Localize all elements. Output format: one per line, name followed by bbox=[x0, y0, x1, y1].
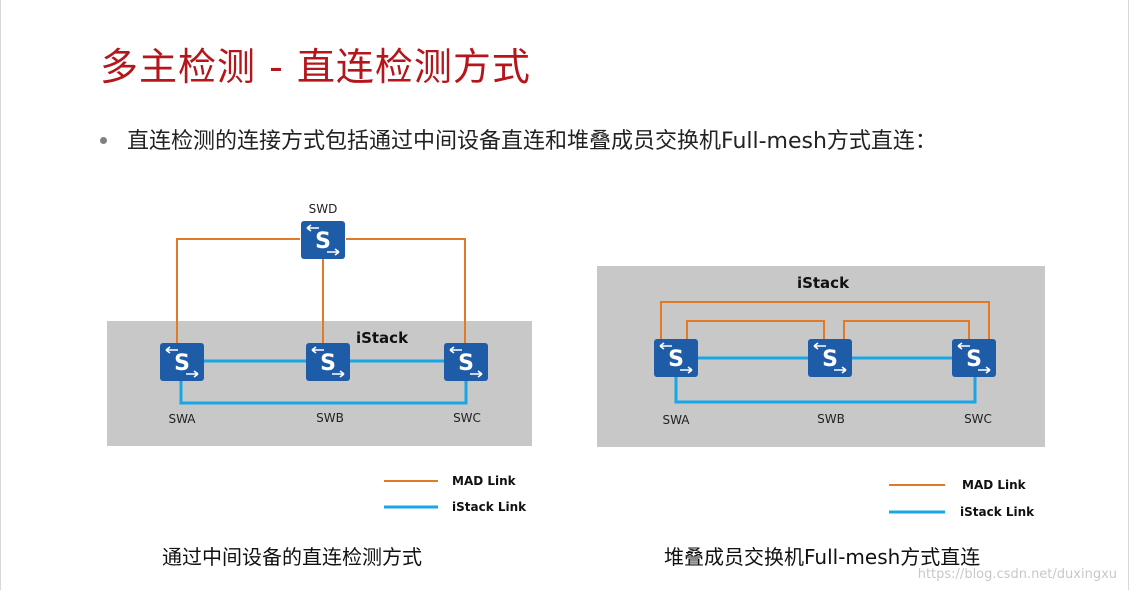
left-istack-link-ac bbox=[179, 380, 468, 405]
right-istack-link-ac bbox=[674, 376, 977, 404]
left-diagram-caption: 通过中间设备的直连检测方式 bbox=[162, 545, 422, 569]
switch-icon-swb-right bbox=[807, 338, 853, 378]
right-label-swa: SWA bbox=[662, 413, 690, 427]
left-diagram: iStack SWD SWA SWB SWC MAD Link iStack L… bbox=[107, 202, 532, 514]
left-label-swa: SWA bbox=[168, 412, 196, 426]
left-legend-istack-label: iStack Link bbox=[452, 500, 527, 514]
right-label-swb: SWB bbox=[817, 412, 845, 426]
switch-icon-swa-left bbox=[159, 342, 205, 382]
right-legend-istack-label: iStack Link bbox=[960, 505, 1035, 519]
switch-icon-swc-left bbox=[443, 342, 489, 382]
left-label-swb: SWB bbox=[316, 411, 344, 425]
right-label-swc: SWC bbox=[964, 412, 992, 426]
right-diagram-caption: 堆叠成员交换机Full-mesh方式直连 bbox=[664, 545, 981, 569]
watermark: https://blog.csdn.net/duxingxu bbox=[917, 567, 1117, 582]
right-legend-mad-label: MAD Link bbox=[962, 478, 1027, 492]
right-mad-link-bc bbox=[843, 320, 970, 343]
left-label-swd: SWD bbox=[309, 202, 338, 216]
switch-icon-swb-left bbox=[305, 342, 351, 382]
left-stack-area bbox=[107, 321, 532, 446]
slide-title: 多主检测 - 直连检测方式 bbox=[100, 45, 531, 89]
left-mad-link-swa bbox=[176, 238, 300, 345]
switch-icon-swc-right bbox=[951, 338, 997, 378]
right-diagram: iStack SWA SWB SWC MAD Link iStack Link bbox=[597, 266, 1045, 519]
right-mad-link-ab bbox=[686, 320, 825, 343]
left-stack-label: iStack bbox=[356, 329, 409, 347]
bullet-icon bbox=[100, 137, 107, 144]
switch-icon-swa-right bbox=[653, 338, 699, 378]
switch-icon-swd bbox=[300, 220, 346, 260]
left-label-swc: SWC bbox=[453, 411, 481, 425]
left-mad-link-swc bbox=[346, 238, 466, 345]
right-mad-link-ac bbox=[660, 301, 990, 343]
slide-left-border bbox=[0, 0, 1, 590]
bullet-text: 直连检测的连接方式包括通过中间设备直连和堆叠成员交换机Full-mesh方式直连… bbox=[127, 129, 937, 154]
right-stack-label: iStack bbox=[797, 274, 850, 292]
left-legend-mad-label: MAD Link bbox=[452, 474, 517, 488]
